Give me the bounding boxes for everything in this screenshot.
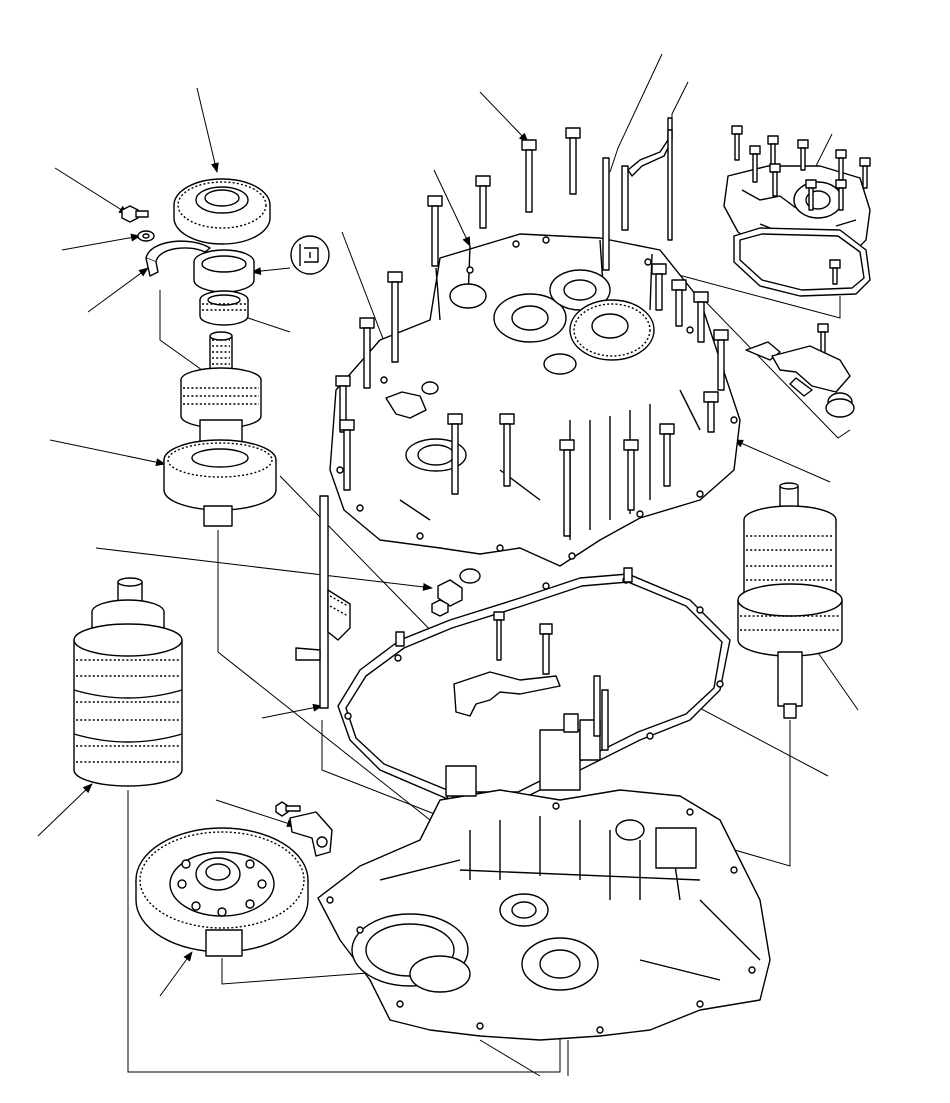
bolt-small-left [121,205,149,223]
snap-ring [145,240,211,277]
diff-lock-bolt [275,801,301,817]
speed-sensor [385,381,439,419]
position-sensor-assembly [745,323,855,418]
leader-snap-ring [87,267,149,313]
lower-case-internals [445,675,697,869]
dowel-pins [395,567,633,647]
secondary-shaft-assembly [73,577,183,787]
countershaft-assembly [163,331,277,527]
transmission-case-upper [329,233,741,567]
leader-bearing-race [251,267,291,276]
leader-shift-rod [609,53,663,173]
upper-idler-gear [173,178,271,245]
differential-ring-gear [135,827,309,957]
leader-secondary-shaft [37,783,93,837]
shift-bracket [453,671,561,717]
guide-shaft-down [217,530,431,821]
washer-left [137,230,155,242]
drain-plug [431,568,481,617]
shift-fork-shaft [295,495,351,709]
leader-main-shaft [811,643,859,711]
leader-differential [159,951,193,997]
lower-bolt [493,611,553,675]
leader-washer-left [61,233,141,251]
guide-bottom-mid [479,1039,541,1077]
case-bolts-upper [335,127,729,537]
leader-case-bolt [433,169,471,247]
leader-breather-pipe [671,81,689,140]
guide-fork-down [321,720,451,821]
leader-drain-plug [95,547,433,591]
end-cover-gasket [733,227,871,297]
leader-case-flange [733,439,831,483]
leader-sensor-group [699,295,851,439]
needle-bearing [199,290,249,326]
leader-bolt-left [54,167,129,215]
shift-rod [602,117,673,271]
end-cover-bolts [731,125,871,285]
leader-diff-lock [215,799,297,828]
leader-top-bolts [479,91,529,143]
leader-top-gear [196,87,219,173]
mainshaft-assembly [737,482,843,719]
inspect-symbol-icon [290,235,330,275]
leader-countershaft-gear [49,439,166,467]
diff-lock-bracket [289,811,333,857]
leader-shift-fork [261,703,323,719]
bearing-race [193,249,255,293]
transmission-case-lower [317,789,771,1041]
leader-cover-group [659,269,841,319]
